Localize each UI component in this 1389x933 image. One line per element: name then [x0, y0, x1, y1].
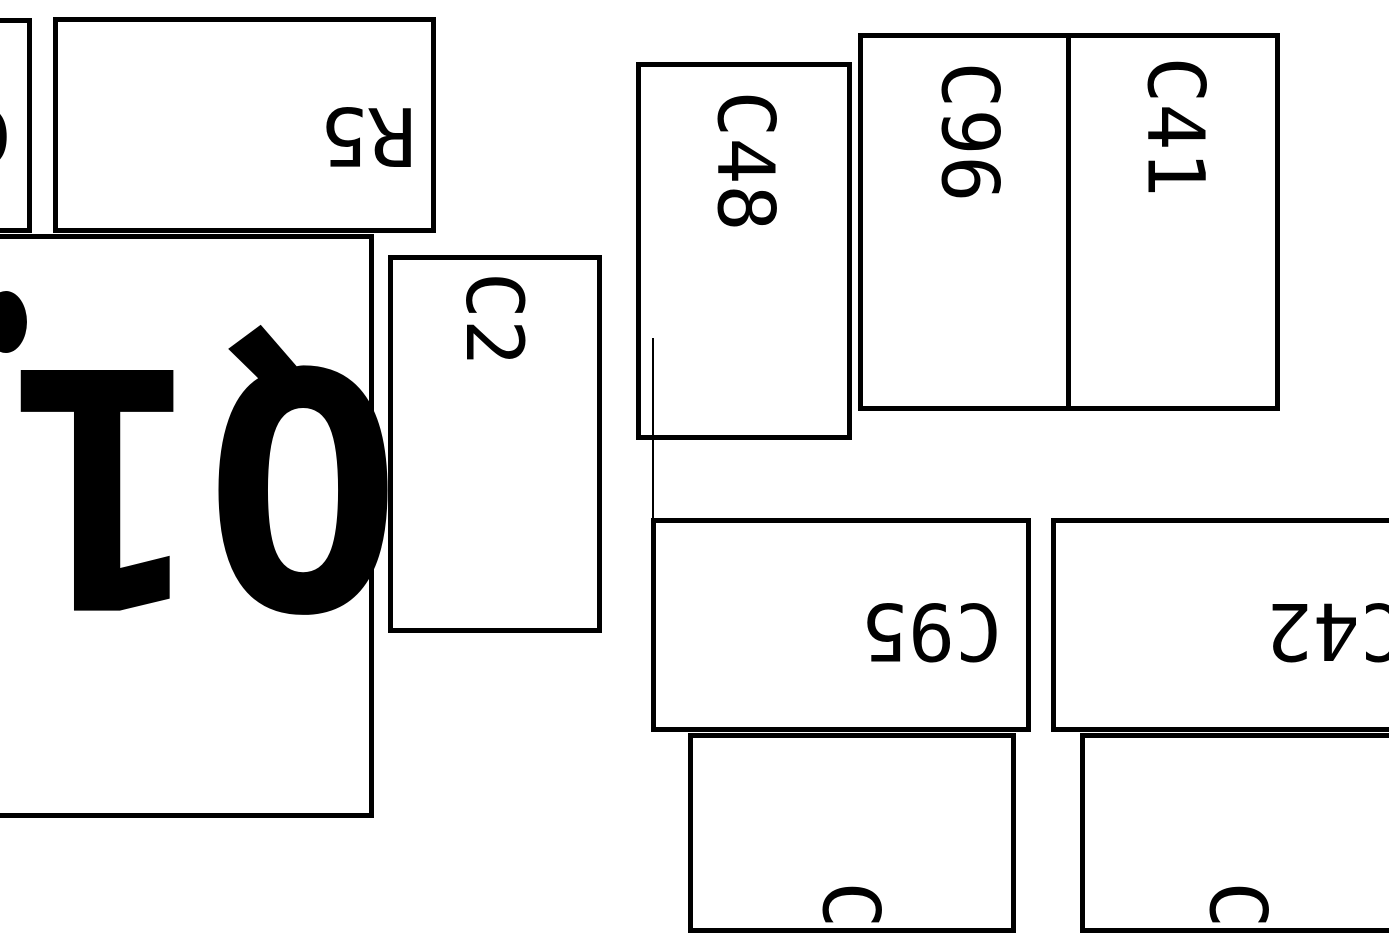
- component-c42[interactable]: C42: [1051, 518, 1389, 732]
- designator-q1: Q1: [5, 292, 403, 676]
- component-bottom-left[interactable]: C: [688, 733, 1016, 933]
- component-bottom-right[interactable]: C: [1080, 733, 1389, 933]
- designator-c2: C2: [447, 272, 538, 366]
- designator-c95: C95: [861, 585, 1002, 675]
- designator-r5: R5: [320, 89, 417, 182]
- component-c41[interactable]: C41: [1066, 33, 1280, 411]
- designator-c96: C96: [923, 61, 1014, 203]
- component-c96[interactable]: C96: [858, 33, 1072, 411]
- designator-c41: C41: [1129, 56, 1220, 198]
- component-c2[interactable]: C2: [388, 255, 602, 633]
- designator-c42: C42: [1266, 585, 1389, 675]
- component-r5[interactable]: R5: [53, 17, 436, 233]
- component-q1[interactable]: Q1: [0, 234, 402, 818]
- component-c95[interactable]: C95: [651, 518, 1031, 732]
- designator-c48: C48: [699, 90, 790, 232]
- designator-left-partial: C: [0, 89, 12, 179]
- component-left-partial[interactable]: C: [0, 18, 32, 233]
- component-c48[interactable]: C48: [636, 62, 852, 440]
- silkscreen-line: [652, 338, 654, 645]
